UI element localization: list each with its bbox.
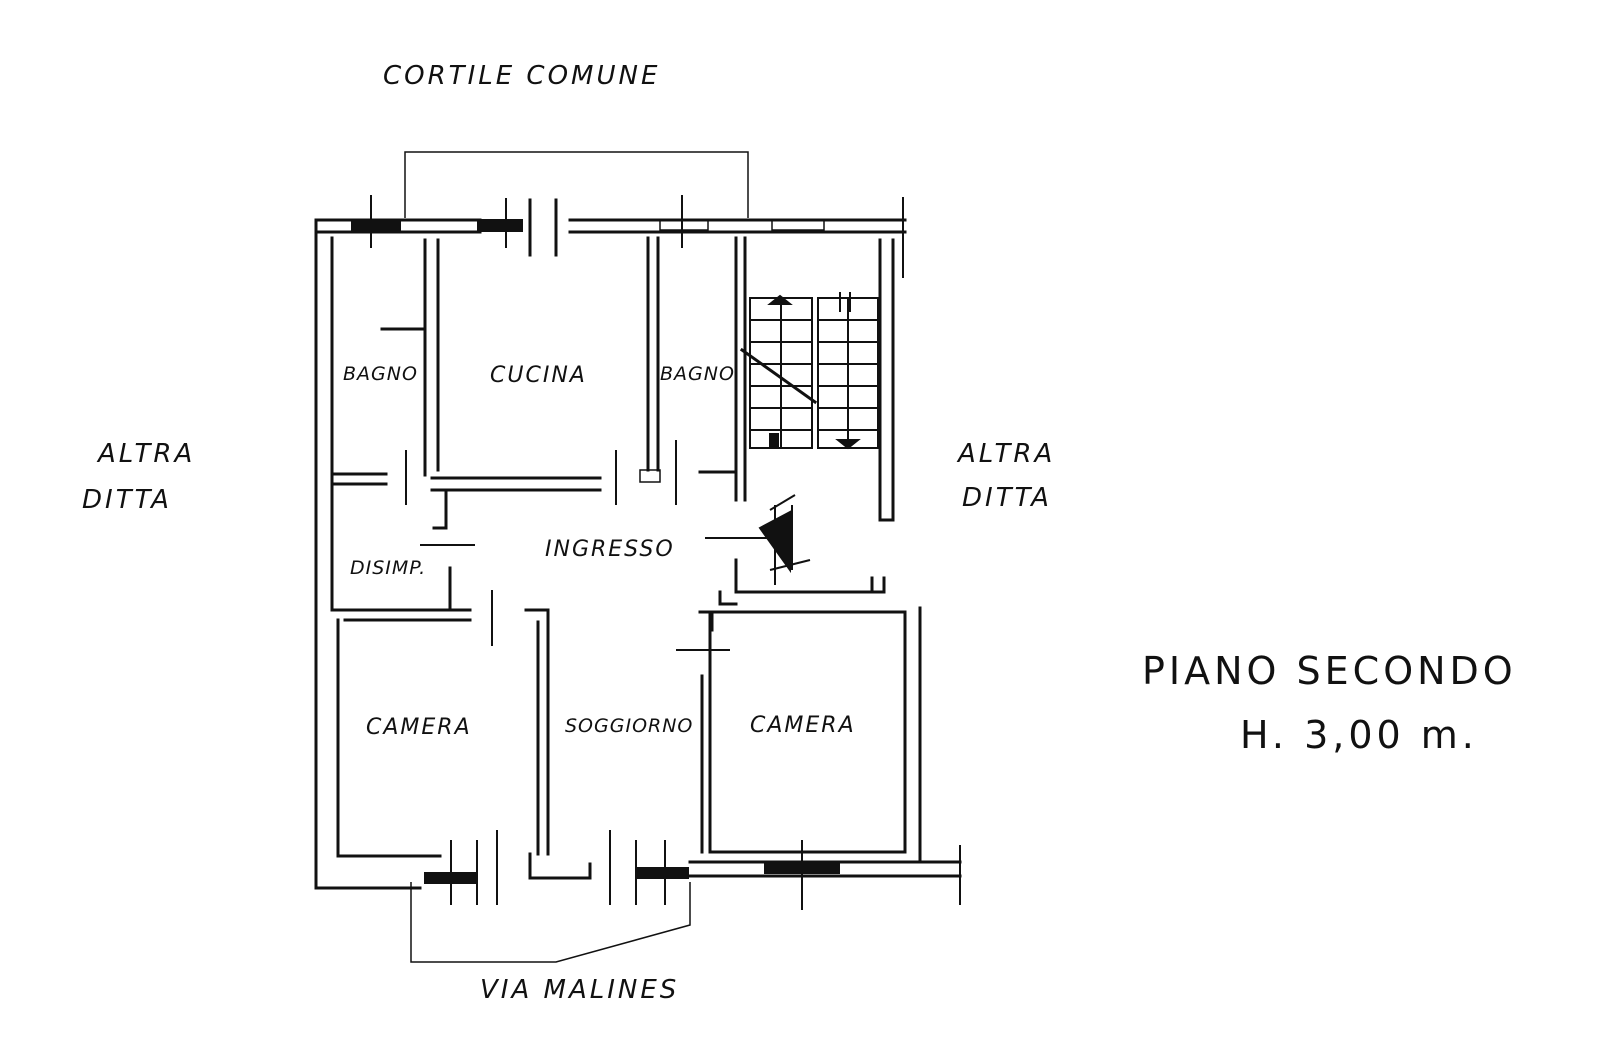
floor-title: PIANO SECONDO [1142, 649, 1517, 693]
room-label-soggiorno: SOGGIORNO [565, 715, 693, 737]
room-label-camera-left: CAMERA [366, 715, 472, 740]
courtyard-door [528, 198, 558, 257]
entrance-door [705, 494, 811, 585]
room-label-cucina: CUCINA [490, 363, 587, 388]
south-balcony [410, 882, 691, 963]
east-label-line1: ALTRA [956, 439, 1055, 469]
east-label-line2: DITTA [962, 483, 1052, 513]
room-label-camera-right: CAMERA [750, 713, 856, 738]
south-label: VIA MALINES [480, 975, 679, 1005]
room-label-bagno-right: BAGNO [660, 363, 735, 385]
windows [351, 195, 961, 910]
room-label-ingresso: INGRESSO [545, 537, 675, 562]
room-label-bagno-left: BAGNO [343, 363, 418, 385]
interior-walls [330, 236, 907, 905]
north-label: CORTILE COMUNE [383, 61, 660, 91]
north-balcony [404, 151, 749, 218]
outer-walls [314, 218, 962, 890]
ceiling-height: H. 3,00 m. [1240, 713, 1478, 757]
west-label-line2: DITTA [82, 485, 172, 515]
staircase-icon [739, 292, 879, 450]
room-label-disimpegno: DISIMP. [350, 557, 426, 579]
west-label-line1: ALTRA [96, 439, 195, 469]
